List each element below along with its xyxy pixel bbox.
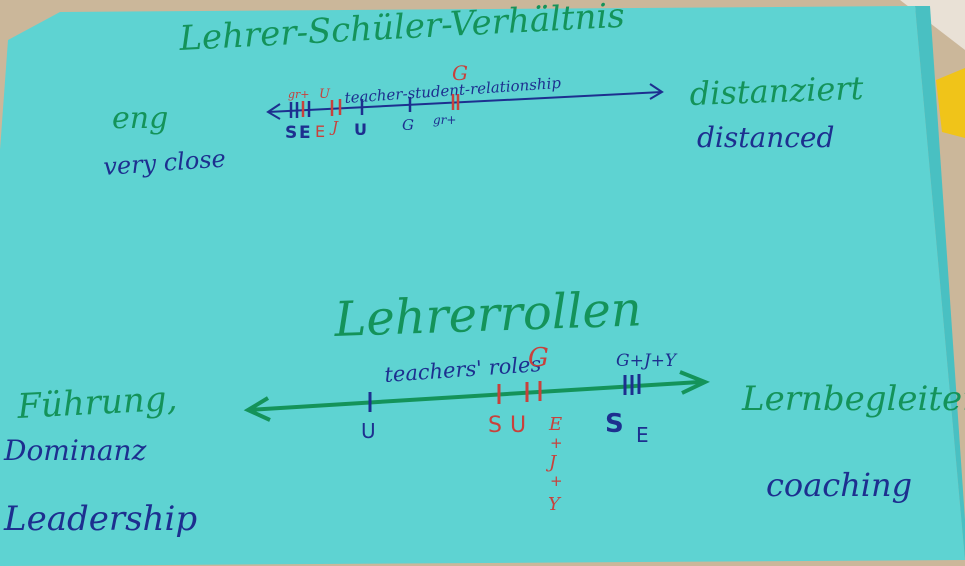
roles-mark-y-red: Y <box>548 494 562 515</box>
sticky-note <box>936 68 965 138</box>
mark-gr-right: gr+ <box>433 113 456 127</box>
mark-j-red: J <box>329 118 339 136</box>
turquoise-poster <box>0 6 965 566</box>
relationship-scale-arrow <box>266 83 664 120</box>
roles-mark-plus1: + <box>550 434 563 452</box>
roles-mark-g-red: G <box>528 343 549 373</box>
roles-mark-j-red: J <box>545 452 558 473</box>
mark-u-red: U <box>319 87 331 102</box>
roles-mark-gjy: G+J+Y <box>616 351 678 371</box>
roles-mark-e-blue: E <box>636 423 649 447</box>
roles-right-de: Lernbegleiter <box>741 379 965 419</box>
relationship-left-de: eng <box>112 101 168 136</box>
mark-g-blue: G <box>402 116 414 134</box>
mark-gr-left: gr+ <box>288 88 310 101</box>
relationship-right-de: distanziert <box>689 69 864 113</box>
mark-e2: E <box>315 122 325 141</box>
roles-left-de-line2: Dominanz <box>3 434 147 467</box>
roles-mark-e-red: E <box>548 414 562 435</box>
mark-s: S <box>285 123 297 143</box>
roles-mark-s-red: S <box>488 413 502 438</box>
roles-left-en: Leadership <box>3 499 197 539</box>
roles-mark-s-blue: S <box>605 409 624 439</box>
mark-g-red: G <box>452 61 468 85</box>
relationship-ticks <box>289 94 460 118</box>
roles-right-en: coaching <box>766 466 912 504</box>
poster-edge-shadow <box>915 6 965 560</box>
mark-e1: E <box>299 123 311 143</box>
roles-mark-u-red: U <box>510 413 526 438</box>
roles-title: Lehrerrollen <box>332 281 642 348</box>
relationship-right-en: distanced <box>697 121 834 154</box>
roles-left-de-line1: Führung, <box>15 379 178 427</box>
mark-u-blue: U <box>354 120 367 139</box>
roles-ticks <box>368 374 641 412</box>
roles-mark-u-blue: U <box>361 419 376 443</box>
roles-mark-plus2: + <box>550 472 563 490</box>
